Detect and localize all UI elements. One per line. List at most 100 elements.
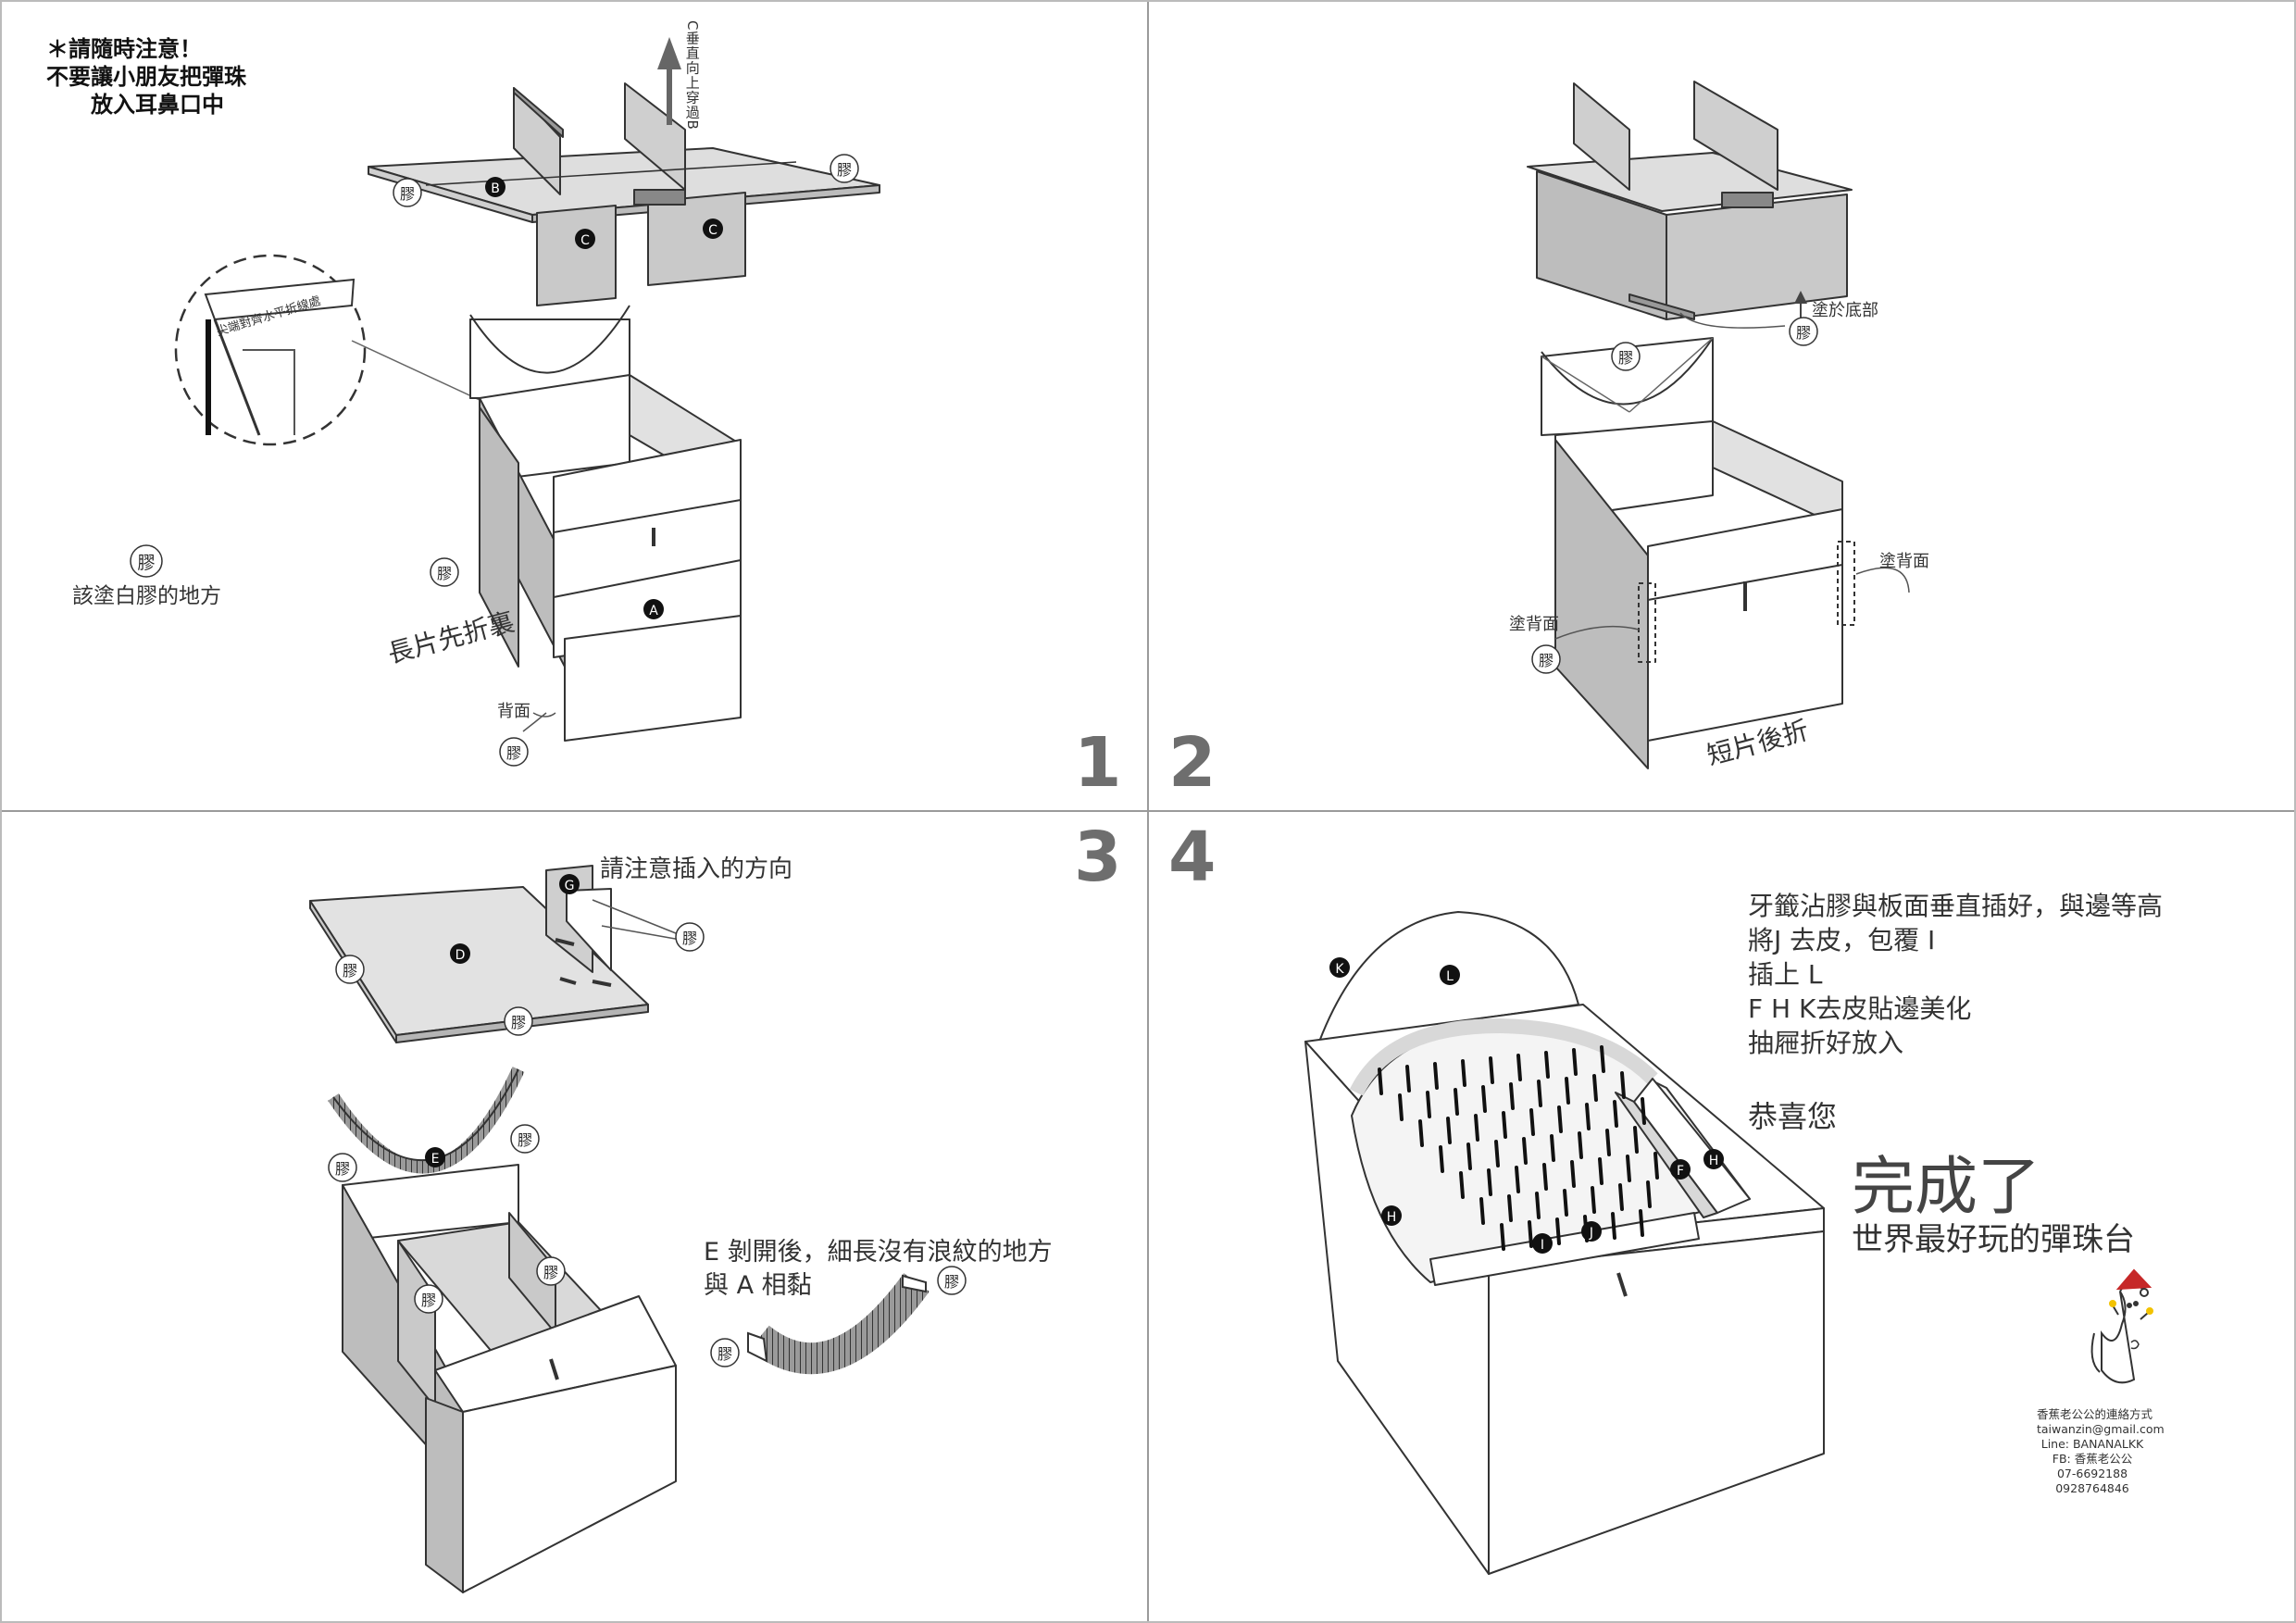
- contact-line: 0928764846: [2055, 1481, 2129, 1495]
- glue-mark: 膠: [710, 1338, 740, 1367]
- pin: [1461, 1059, 1466, 1087]
- pin: [1641, 1097, 1646, 1125]
- pin: [1555, 1217, 1561, 1245]
- pin: [1565, 1077, 1570, 1105]
- glue-mark: 膠: [510, 1124, 540, 1154]
- pin: [1466, 1142, 1472, 1170]
- pin: [1418, 1119, 1424, 1147]
- pin: [1494, 1140, 1500, 1167]
- pin: [1516, 1054, 1522, 1081]
- step3-peeled-strip: [747, 1273, 930, 1375]
- leader-lines: [592, 899, 681, 941]
- svg-text:膠: 膠: [511, 1014, 526, 1031]
- part-label: C: [575, 229, 595, 249]
- peel-note-line: E 剝開後，細長沒有浪紋的地方: [704, 1238, 1053, 1267]
- pin: [1591, 1186, 1596, 1214]
- svg-text:膠: 膠: [343, 962, 357, 980]
- contact-line: Line: BANANALKK: [2040, 1437, 2144, 1451]
- part-label: H: [1381, 1205, 1402, 1226]
- glue-mark-text: 膠: [506, 744, 521, 762]
- instruction-line: F H K去皮貼邊美化: [1748, 993, 1972, 1024]
- svg-text:膠: 膠: [1796, 324, 1811, 342]
- pin: [1598, 1157, 1603, 1185]
- pin: [1600, 1045, 1605, 1073]
- pin: [1509, 1082, 1515, 1110]
- part-label: E: [425, 1147, 445, 1167]
- pin: [1550, 1134, 1555, 1162]
- glue-mark: 膠: [504, 1006, 533, 1036]
- pin: [1398, 1093, 1404, 1121]
- upward-arrow-icon: [657, 37, 681, 125]
- svg-text:L: L: [1446, 969, 1454, 984]
- glue-mark: 膠: [937, 1266, 967, 1295]
- step2-box: [1541, 337, 1855, 769]
- pin: [1479, 1197, 1485, 1225]
- pin: [1613, 1100, 1618, 1128]
- pin: [1620, 1071, 1626, 1099]
- pin: [1618, 1183, 1624, 1211]
- pin: [1605, 1129, 1611, 1156]
- pin: [1592, 1074, 1598, 1102]
- svg-text:膠: 膠: [682, 930, 697, 947]
- glue-legend-icon: 膠: [130, 544, 163, 578]
- detail-magnifier: [174, 254, 480, 446]
- glue-mark: 膠: [393, 178, 422, 207]
- svg-text:G: G: [565, 879, 575, 893]
- back-note-left: 塗背面: [1509, 615, 1559, 634]
- glue-mark: 膠: [328, 1153, 357, 1182]
- pin: [1626, 1155, 1631, 1182]
- pin: [1537, 1080, 1542, 1107]
- step-number-2: 2: [1168, 723, 1217, 803]
- svg-text:C: C: [708, 223, 718, 238]
- leader-lines: [1554, 567, 1910, 640]
- direction-note: C垂直向上穿過B: [683, 20, 701, 131]
- contact-line: FB: 香蕉老公公: [2052, 1452, 2133, 1466]
- glue-mark-text: 膠: [837, 161, 852, 179]
- svg-text:C: C: [580, 233, 590, 248]
- pin: [1578, 1131, 1583, 1159]
- pin: [1439, 1145, 1444, 1173]
- pin: [1426, 1091, 1431, 1118]
- part-label: G: [559, 874, 580, 894]
- part-label: J: [1581, 1221, 1602, 1242]
- step-number-3: 3: [1074, 818, 1122, 897]
- warning-line: 不要讓小朋友把彈珠: [46, 64, 246, 90]
- step1-box: [469, 305, 742, 742]
- warning-line: 放入耳鼻口中: [91, 92, 224, 118]
- pin: [1585, 1103, 1591, 1130]
- pin: [1487, 1168, 1492, 1196]
- contact-info: 香蕉老公公的連絡方式 taiwanzin@gmail.com Line: BAN…: [2037, 1407, 2165, 1496]
- instruction-line: 將J 去皮，包覆 I: [1748, 925, 1936, 955]
- svg-text:膠: 膠: [335, 1160, 350, 1178]
- pin: [1489, 1056, 1494, 1084]
- glue-mark: 膠: [830, 154, 859, 183]
- back-note-right: 塗背面: [1879, 552, 1929, 571]
- glue-mark-text: 膠: [400, 185, 415, 203]
- pin: [1474, 1114, 1479, 1142]
- part-label: C: [703, 218, 723, 239]
- step4-pinball-box: [1304, 911, 1825, 1575]
- part-label: I: [1532, 1233, 1553, 1254]
- pin: [1646, 1180, 1652, 1208]
- pin: [1481, 1085, 1487, 1113]
- pin: [1507, 1194, 1513, 1222]
- pin: [1515, 1166, 1520, 1193]
- svg-text:I: I: [1541, 1238, 1544, 1253]
- step3-box: [342, 1164, 677, 1593]
- warning-line: ＊請隨時注意！: [46, 36, 202, 62]
- svg-text:膠: 膠: [944, 1273, 959, 1291]
- glue-mark: 膠: [1531, 644, 1561, 674]
- svg-text:F: F: [1677, 1164, 1684, 1179]
- svg-text:膠: 膠: [421, 1292, 436, 1309]
- glue-mark-text: 膠: [437, 565, 452, 582]
- contact-line: 07-6692188: [2056, 1467, 2128, 1480]
- safety-warning: ＊請隨時注意！ 不要讓小朋友把彈珠 放入耳鼻口中: [46, 35, 246, 119]
- glue-mark: 膠: [675, 922, 705, 952]
- pin: [1633, 1126, 1639, 1154]
- part-label: H: [1703, 1149, 1724, 1169]
- part-label: D: [450, 943, 470, 964]
- pin: [1557, 1105, 1563, 1133]
- svg-text:B: B: [491, 181, 500, 196]
- glue-mark: 膠: [414, 1284, 443, 1314]
- glue-legend-text: 該塗白膠的地方: [72, 584, 221, 608]
